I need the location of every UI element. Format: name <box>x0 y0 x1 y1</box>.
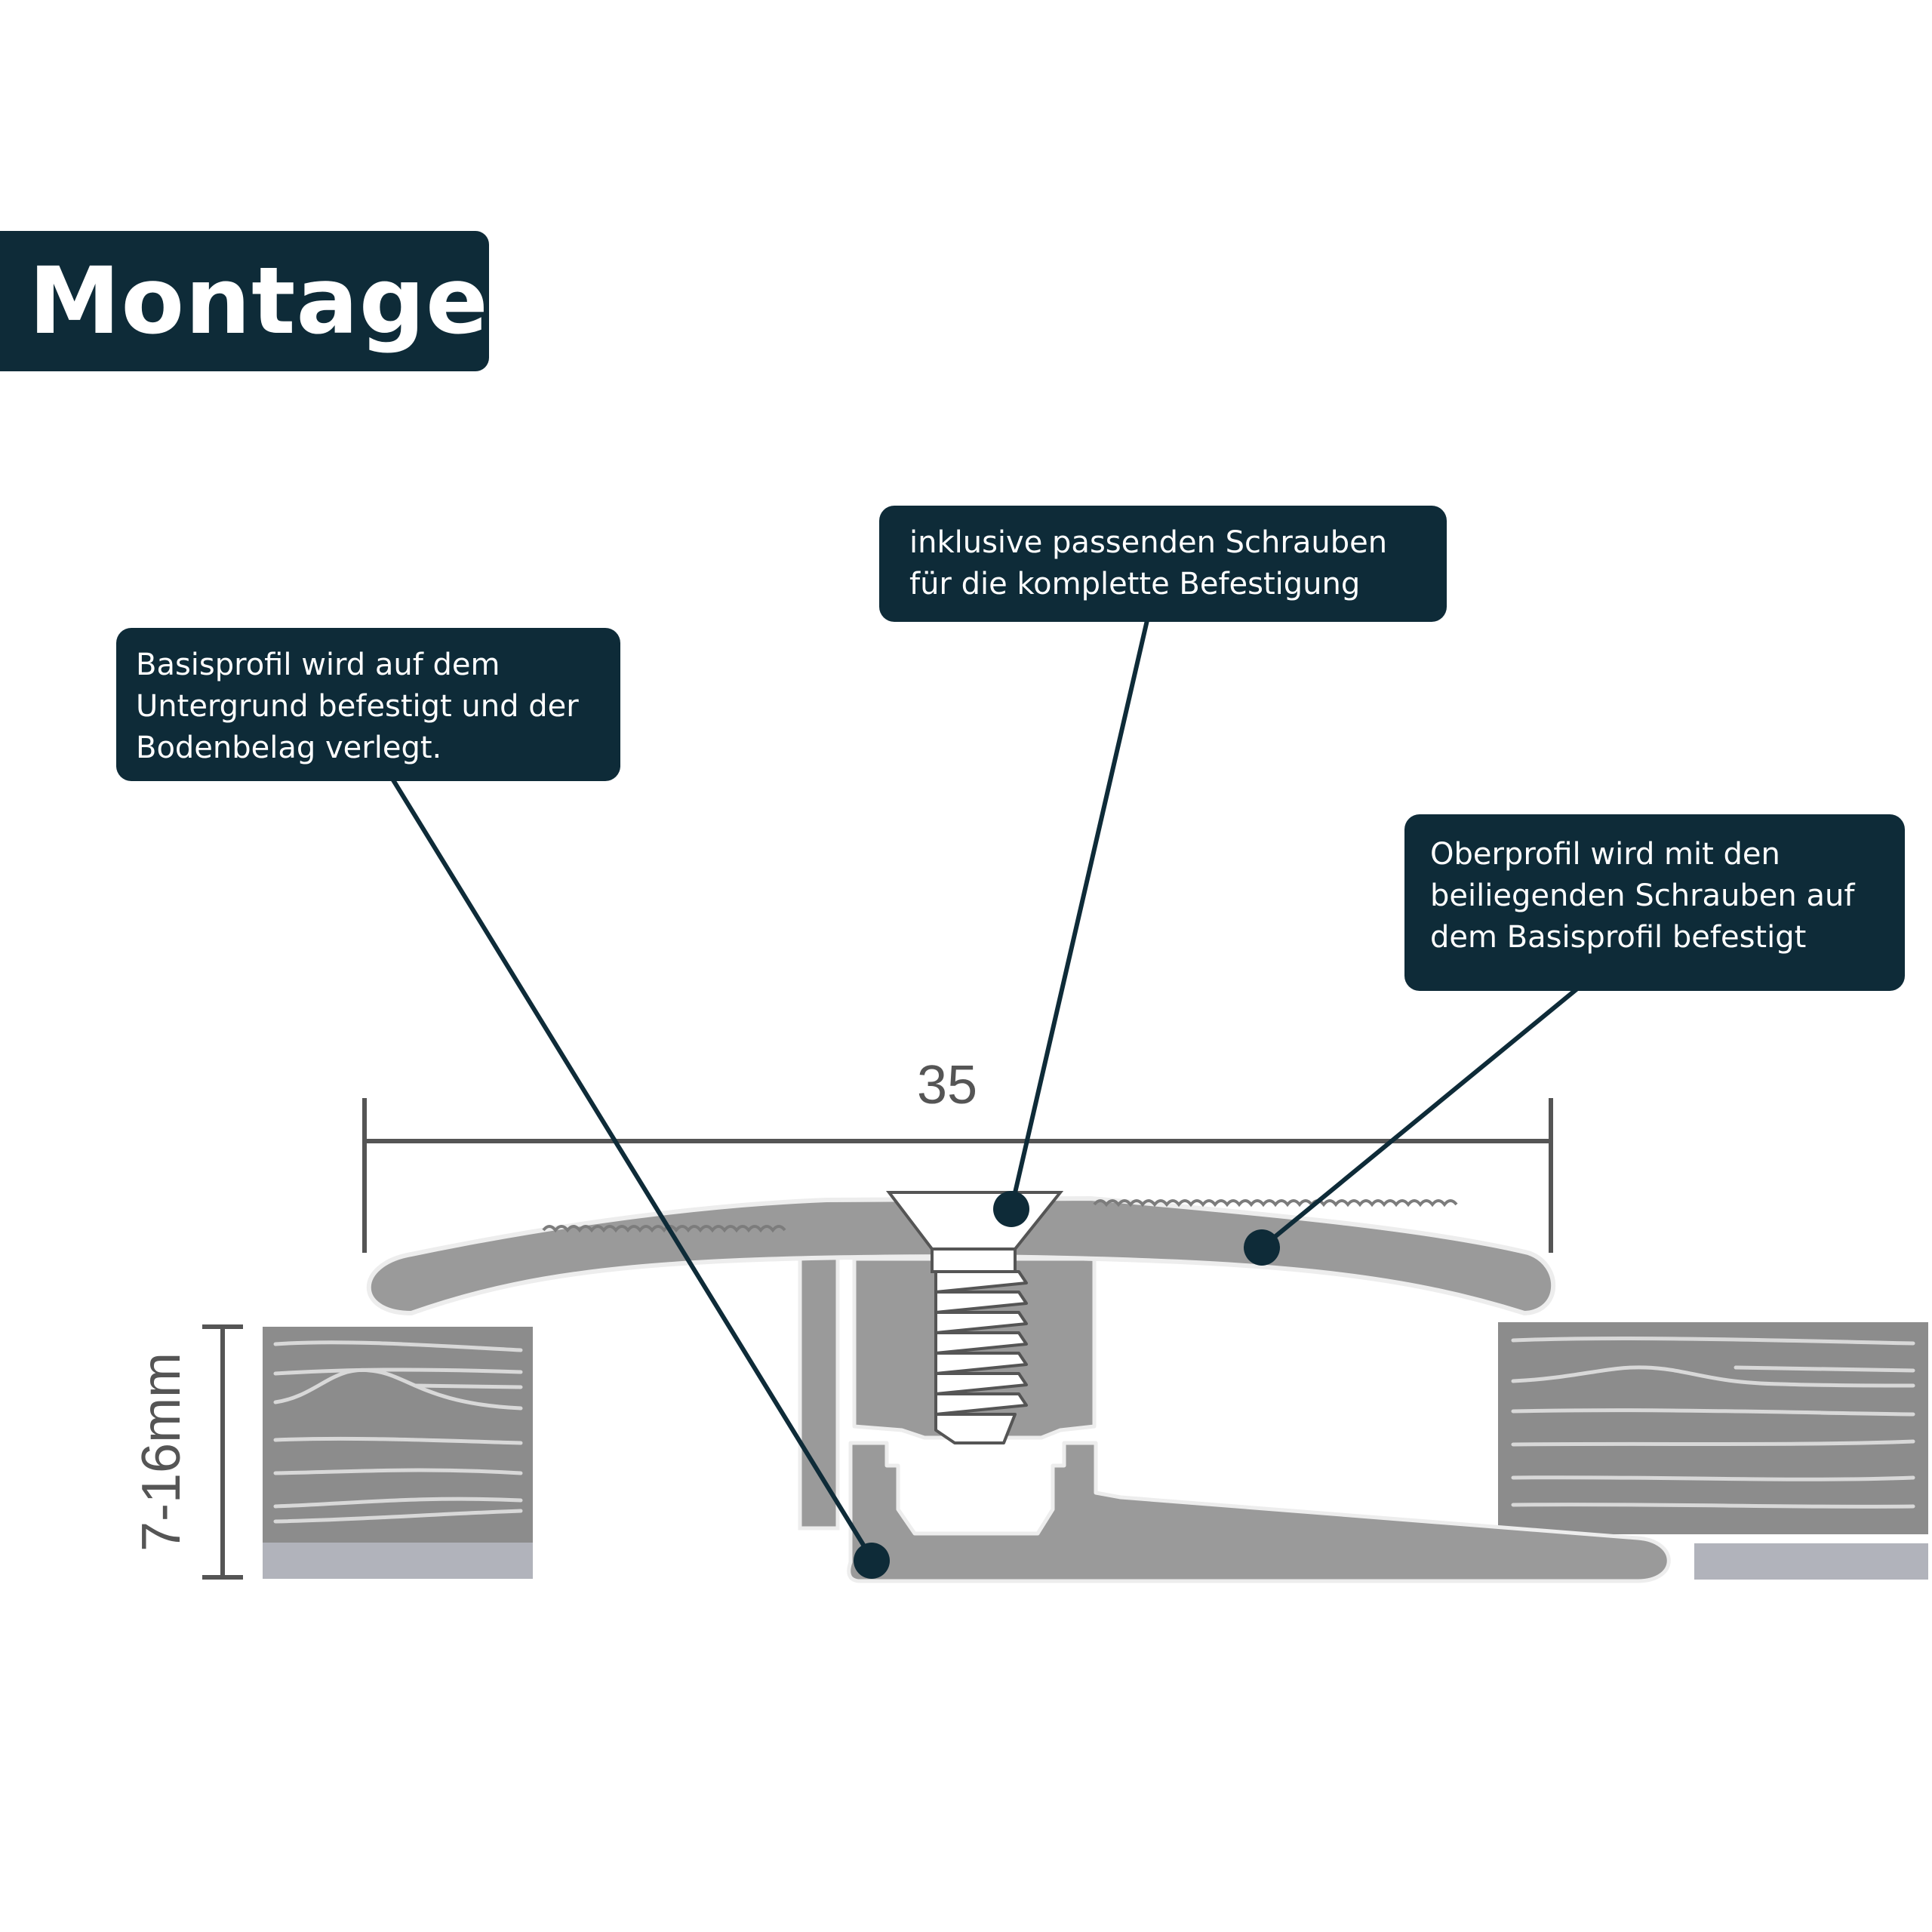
callout-base-profile: Basisprofil wird auf dem Untergrund befe… <box>116 628 620 781</box>
callout-screws-line-2: für die komplette Befestigung <box>909 567 1361 601</box>
floor-right-underlay <box>1694 1543 1928 1580</box>
title-banner: Montage: <box>0 231 526 371</box>
leader-dot-base <box>854 1543 890 1579</box>
screw-thread <box>934 1270 1028 1444</box>
floor-left <box>263 1327 533 1579</box>
top-profile-ribs <box>542 1199 1458 1233</box>
top-profile-leg <box>798 1251 840 1531</box>
callout-top-line-2: beiliegenden Schrauben auf <box>1430 878 1855 913</box>
screw-shank <box>931 1247 1017 1273</box>
width-dimension-label: 35 <box>917 1055 977 1115</box>
callout-top-line-3: dem Basisprofil befestigt <box>1430 920 1807 955</box>
floor-right-plank <box>1498 1322 1928 1534</box>
floor-right <box>1498 1322 1928 1580</box>
base-profile <box>847 1441 1671 1583</box>
callout-screws-line-1: inklusive passenden Schrauben <box>909 525 1388 560</box>
callout-base-line-1: Basisprofil wird auf dem <box>136 648 500 682</box>
callout-top-line-1: Oberprofil wird mit den <box>1430 837 1780 872</box>
callout-base-line-2: Untergrund befestigt und der <box>136 689 579 724</box>
leader-line-screws <box>1009 620 1149 1210</box>
leader-dots <box>854 1191 1280 1579</box>
screw <box>885 1191 1064 1444</box>
callout-top-profile: Oberprofil wird mit den beiliegenden Sch… <box>1404 814 1905 991</box>
leader-dot-top <box>1244 1229 1280 1266</box>
leader-dot-screws <box>993 1191 1029 1227</box>
floor-left-wood-grain <box>273 1340 523 1524</box>
callout-screws: inklusive passenden Schrauben für die ko… <box>879 506 1447 622</box>
width-dimension <box>362 1098 1553 1253</box>
height-dimension-label: 7-16mm <box>131 1352 192 1552</box>
leader-lines <box>390 620 1579 1560</box>
leader-line-base <box>390 777 874 1560</box>
callout-base-line-3: Bodenbelag verlegt. <box>136 731 442 765</box>
height-dimension <box>202 1324 243 1580</box>
page-title: Montage: <box>29 248 527 355</box>
leader-line-top <box>1260 986 1579 1250</box>
floor-right-wood-grain <box>1511 1336 1915 1509</box>
floor-left-underlay <box>263 1543 533 1579</box>
